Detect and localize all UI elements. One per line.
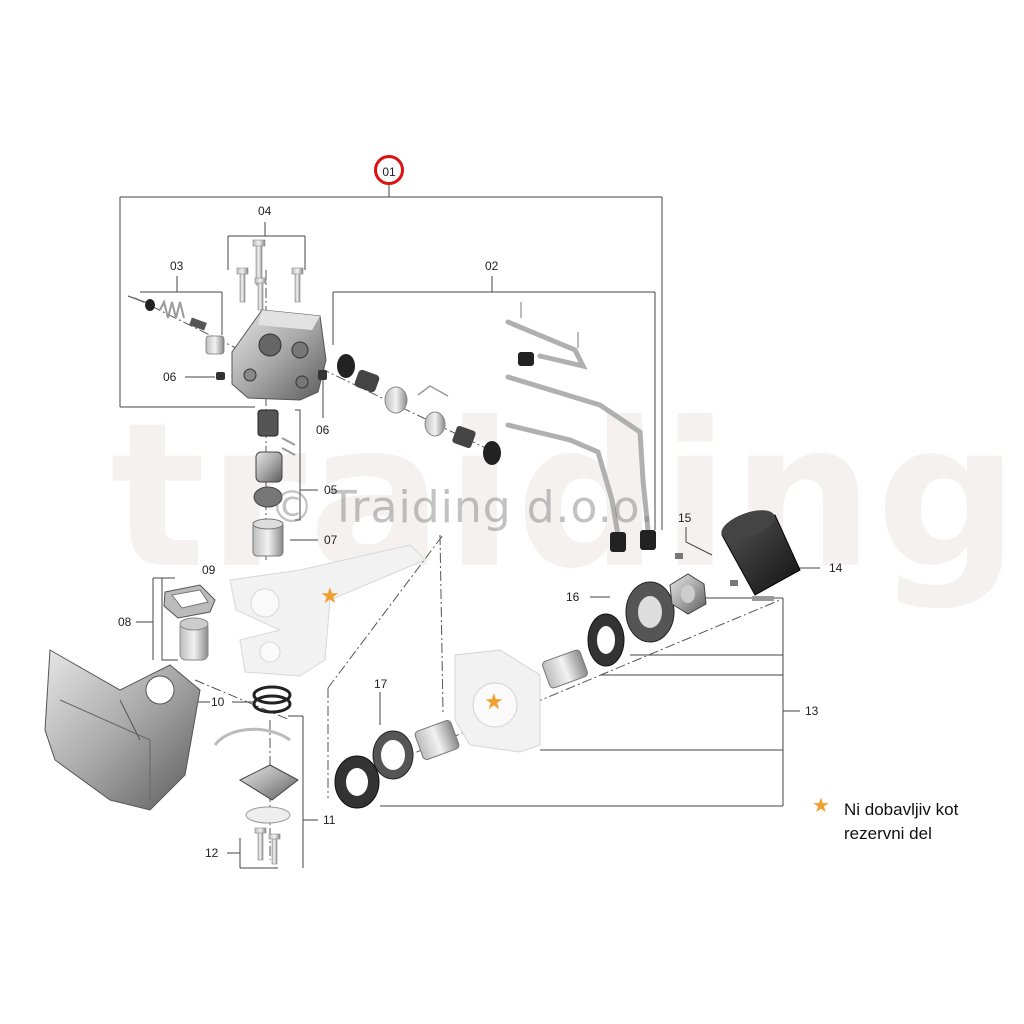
callout-12[interactable]: 12 [205, 846, 219, 860]
part-04-screws [236, 239, 304, 311]
part-09-plate [163, 584, 216, 619]
callout-14[interactable]: 14 [829, 561, 843, 575]
callout-15[interactable]: 15 [678, 511, 692, 525]
part-02-cap-top [518, 352, 534, 366]
callout-13[interactable]: 13 [805, 704, 819, 718]
callout-03[interactable]: 03 [170, 259, 184, 273]
part-03-spring-assembly [127, 295, 225, 355]
part-02-cap-b [640, 530, 656, 550]
callout-07[interactable]: 07 [324, 533, 338, 547]
callout-06-left[interactable]: 06 [163, 370, 177, 384]
part-12-screws [254, 827, 281, 865]
part-coupling-housing [44, 649, 201, 811]
callout-09[interactable]: 09 [202, 563, 216, 577]
part-14-cap [721, 510, 801, 596]
part-11-assembly [213, 727, 299, 824]
part-16-rings [587, 581, 675, 667]
part-08-bushing [179, 617, 209, 661]
part-housing [231, 309, 327, 401]
part-02-pipe-pins [520, 302, 579, 348]
callout-16[interactable]: 16 [566, 590, 580, 604]
unavailable-star-icon-lever: ★ [320, 583, 340, 608]
callout-01-label: 01 [382, 165, 396, 179]
callout-08[interactable]: 08 [118, 615, 132, 629]
callout-02[interactable]: 02 [485, 259, 499, 273]
part-06-plug-left [216, 372, 225, 380]
legend-text: Ni dobavljiv kot rezervni del [844, 800, 959, 843]
watermark: © Traiding d.o.o. [270, 482, 655, 533]
part-sleeve-lower [414, 720, 460, 760]
part-sleeve-upper [542, 649, 588, 689]
bracket-lines [119, 185, 820, 869]
legend-star-icon: ★ [812, 795, 830, 817]
part-05-valve-column [253, 409, 296, 508]
callout-06-right[interactable]: 06 [316, 423, 330, 437]
callout-11[interactable]: 11 [323, 813, 336, 827]
part-06-plug-right [318, 370, 327, 380]
callout-01-highlight[interactable]: 01 [374, 155, 404, 185]
part-02-cap-a [610, 532, 626, 552]
part-10-ring [252, 685, 292, 714]
part-15-nut [669, 553, 774, 615]
callout-10[interactable]: 10 [211, 695, 225, 709]
part-07-sleeve [252, 518, 284, 557]
unavailable-star-icon-flange: ★ [484, 689, 504, 714]
part-lever-ghost [229, 544, 426, 677]
callout-04[interactable]: 04 [258, 204, 272, 218]
callout-17[interactable]: 17 [374, 677, 388, 691]
part-02-valve-chain [337, 354, 501, 465]
part-17-rings [334, 730, 414, 809]
part-02-pipes [505, 319, 651, 538]
part-flange-ghost [454, 649, 541, 753]
callout-05[interactable]: 05 [324, 483, 338, 497]
